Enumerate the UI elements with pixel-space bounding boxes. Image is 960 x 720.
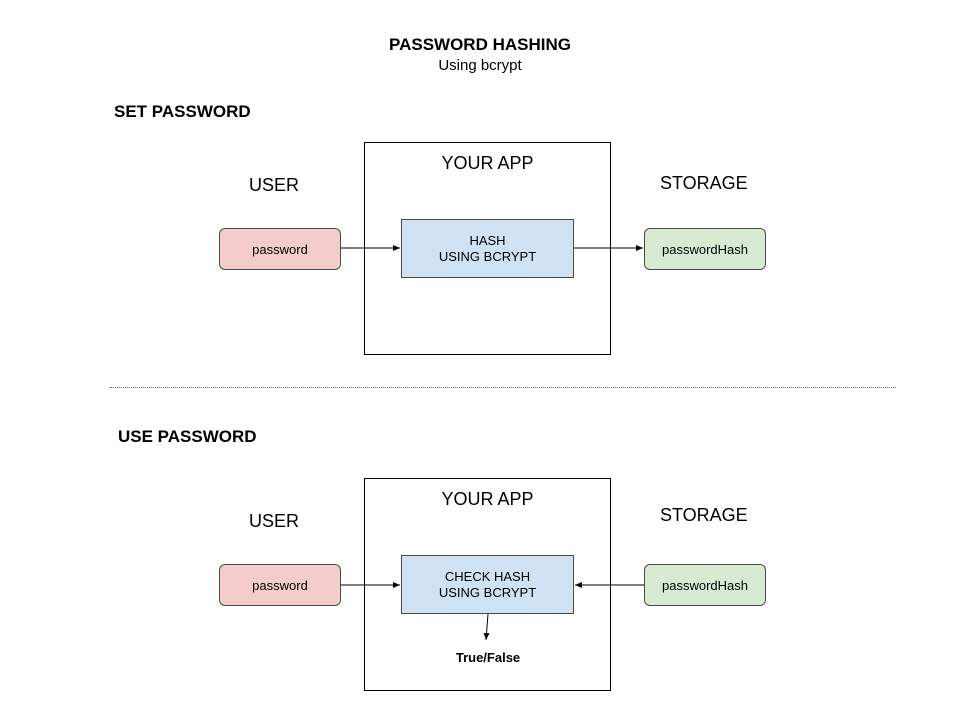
check-hash-node-line1: CHECK HASH <box>444 568 531 584</box>
use-password-hash-node: passwordHash <box>644 564 766 606</box>
use-password-heading: USE PASSWORD <box>118 427 257 446</box>
diagram-title: PASSWORD HASHING <box>389 35 571 54</box>
hash-node-line2: USING BCRYPT <box>438 248 537 264</box>
check-hash-node: CHECK HASH USING BCRYPT <box>401 555 574 614</box>
set-storage-label: STORAGE <box>660 173 748 193</box>
hash-node: HASH USING BCRYPT <box>401 219 574 278</box>
set-password-hash-node-label: passwordHash <box>662 241 748 257</box>
set-password-hash-node: passwordHash <box>644 228 766 270</box>
use-user-label: USER <box>249 511 300 531</box>
set-app-label: YOUR APP <box>441 153 534 173</box>
set-password-node: password <box>219 228 341 270</box>
result-label: True/False <box>455 650 521 665</box>
check-hash-node-line2: USING BCRYPT <box>438 584 537 600</box>
diagram-subtitle: Using bcrypt <box>438 57 522 74</box>
use-password-node: password <box>219 564 341 606</box>
hash-node-line1: HASH <box>469 232 506 248</box>
set-password-node-label: password <box>252 241 308 257</box>
set-user-label: USER <box>249 175 300 195</box>
use-app-label: YOUR APP <box>441 489 534 509</box>
section-divider <box>110 387 896 388</box>
use-storage-label: STORAGE <box>660 505 748 525</box>
use-password-node-label: password <box>252 577 308 593</box>
set-password-heading: SET PASSWORD <box>114 102 251 121</box>
set-app-box: YOUR APP <box>364 142 611 355</box>
use-password-hash-node-label: passwordHash <box>662 577 748 593</box>
